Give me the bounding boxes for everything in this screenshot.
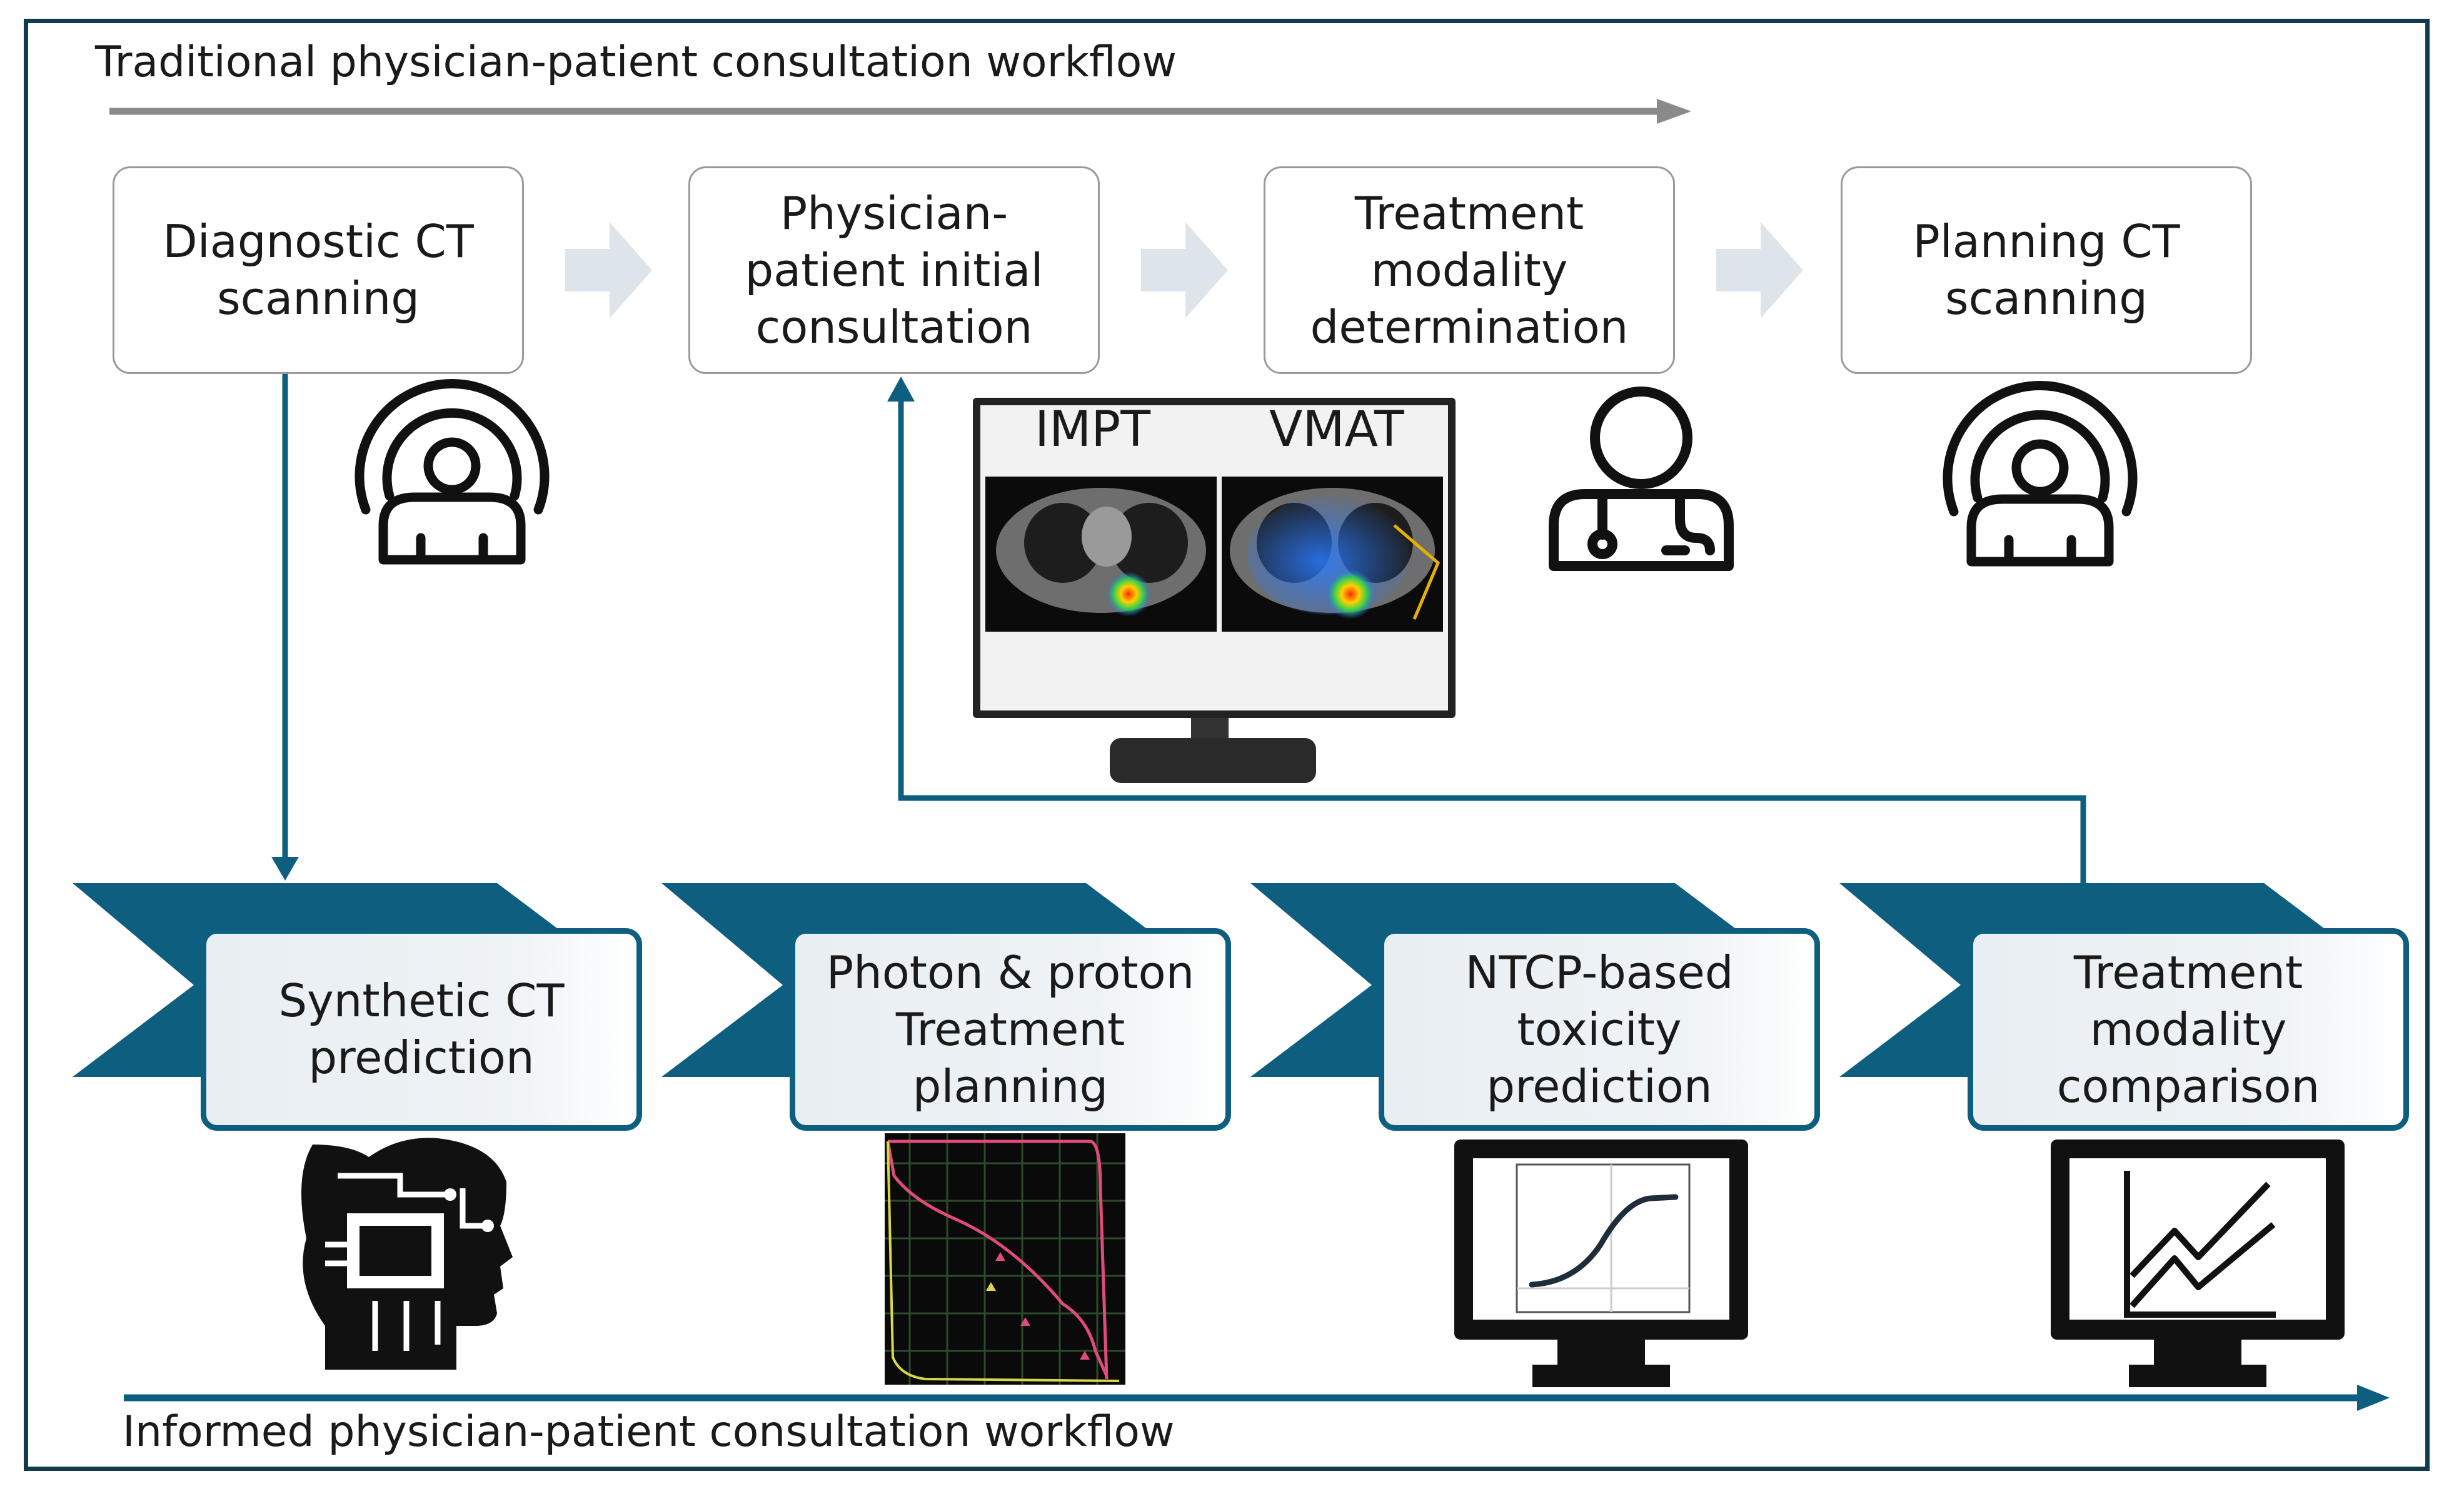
ai-head-icon	[301, 1138, 513, 1370]
step-line: scanning	[1945, 272, 2148, 325]
desktop-monitor-icon	[973, 398, 1456, 783]
traditional-workflow-title: Traditional physician-patient consultati…	[95, 38, 1177, 87]
step-line: Photon & proton	[826, 946, 1195, 999]
step-line: Physician-	[780, 186, 1008, 240]
ct-image-impt	[985, 477, 1217, 632]
step-line: modality	[1370, 243, 1568, 296]
diagnostic-to-synthetic-connector	[271, 374, 299, 881]
step-line: NTCP-based	[1465, 946, 1734, 999]
informed-workflow-title: Informed physician-patient consultation …	[123, 1407, 1175, 1457]
step-line: prediction	[308, 1031, 535, 1084]
step-modality-comparison: Treatment modality comparison	[1968, 928, 2409, 1131]
ct-scanner-patient-icon	[355, 379, 550, 565]
step-line: toxicity	[1517, 1003, 1682, 1056]
line-chart-monitor-icon	[2051, 1140, 2345, 1387]
dvh-plot-thumbnail	[885, 1133, 1125, 1385]
diagram-frame	[24, 19, 2430, 1471]
comparison-feedback-connector	[887, 377, 2086, 883]
step-line: consultation	[755, 300, 1033, 353]
step-diagnostic-ct: Diagnostic CT scanning	[113, 166, 524, 374]
step-line: determination	[1310, 300, 1629, 353]
step-arrows	[565, 222, 1803, 318]
step-treatment-planning: Photon & proton Treatment planning	[790, 928, 1231, 1131]
impt-label: IMPT	[1035, 402, 1150, 458]
step-line: planning	[912, 1059, 1109, 1113]
step-line: scanning	[217, 272, 420, 325]
step-arrow-2	[1141, 222, 1228, 318]
step-line: Synthetic CT	[278, 974, 565, 1027]
step-planning-ct: Planning CT scanning	[1841, 166, 2252, 374]
step-arrow-3	[1716, 222, 1803, 318]
step-initial-consultation: Physician- patient initial consultation	[688, 166, 1100, 374]
physician-icon	[1549, 387, 1734, 571]
step-ntcp-prediction: NTCP-based toxicity prediction	[1379, 928, 1820, 1131]
step-synthetic-ct: Synthetic CT prediction	[201, 928, 642, 1131]
step-modality-determination: Treatment modality determination	[1264, 166, 1675, 374]
step-line: Treatment	[895, 1003, 1125, 1056]
step-line: prediction	[1486, 1059, 1712, 1113]
step-line: modality	[2089, 1003, 2287, 1056]
step-line: patient initial	[745, 243, 1043, 296]
informed-timeline-arrow	[124, 1385, 2390, 1411]
vmat-label: VMAT	[1269, 402, 1404, 458]
step-line: Planning CT	[1913, 215, 2180, 268]
traditional-timeline-arrow	[109, 99, 1691, 124]
ct-image-vmat	[1222, 477, 1443, 632]
step-line: Treatment	[1354, 186, 1584, 240]
step-line: Diagnostic CT	[163, 215, 474, 268]
ct-scanner-patient-icon-right	[1943, 381, 2138, 567]
sigmoid-monitor-icon	[1454, 1140, 1748, 1387]
step-line: Treatment	[2073, 946, 2303, 999]
step-arrow-1	[565, 222, 652, 318]
step-line: comparison	[2056, 1059, 2320, 1113]
